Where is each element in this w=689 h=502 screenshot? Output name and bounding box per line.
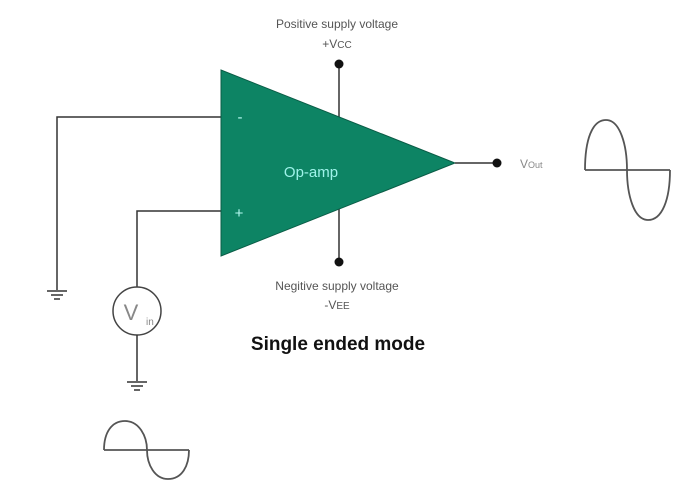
inverting-input-sign: - (238, 109, 243, 126)
negative-supply-label: Negitive supply voltage (275, 279, 399, 293)
negative-supply-symbol: -VEE (324, 298, 350, 312)
positive-supply-terminal (334, 59, 344, 69)
non-inverting-input-sign: + (235, 205, 244, 222)
input-source-subscript: in (146, 317, 154, 328)
ground-icon (47, 290, 67, 300)
input-source-symbol: V (124, 300, 139, 325)
output-symbol: VOut (520, 157, 543, 171)
positive-supply-symbol: +VCC (322, 37, 351, 51)
diagram-title: Single ended mode (251, 334, 425, 355)
output-terminal (492, 158, 502, 168)
non-inverting-input-wire (136, 210, 221, 287)
inverting-input-wire (56, 116, 221, 290)
op-amp-triangle (220, 69, 457, 257)
ground-icon (127, 381, 147, 391)
positive-supply-label: Positive supply voltage (276, 17, 398, 31)
negative-supply-terminal (334, 257, 344, 267)
op-amp-label: Op-amp (284, 164, 338, 181)
sine-wave-icon (103, 420, 190, 480)
sine-wave-icon (584, 119, 671, 221)
